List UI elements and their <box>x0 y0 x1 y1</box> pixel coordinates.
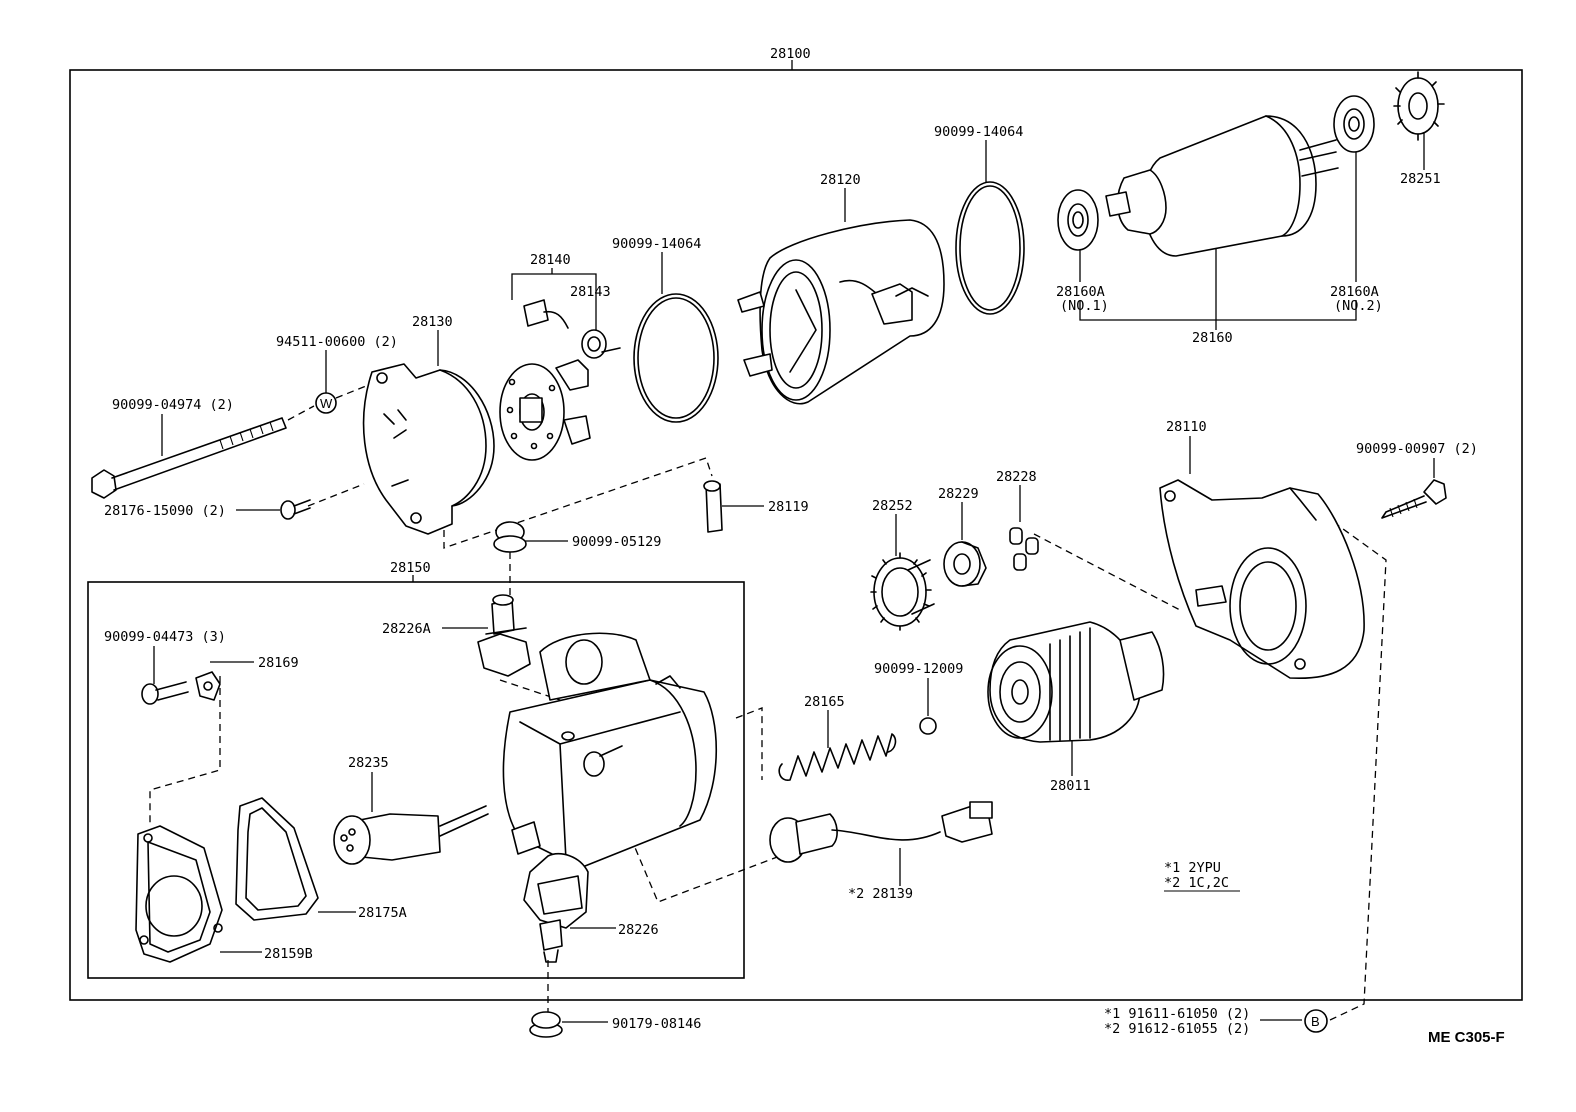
assembly-frame <box>69 60 1523 1001</box>
diagram-code: ME C305-F <box>1428 1029 1505 1046</box>
terminal-28226a <box>477 594 531 677</box>
label-bolt-b1: *1 91611-61050 (2) <box>1104 1006 1250 1022</box>
label-28251: 28251 <box>1400 171 1441 187</box>
label-94511-00600: 94511-00600 (2) <box>276 334 398 350</box>
label-90099-14064-left: 90099-14064 <box>612 236 701 252</box>
gasket-28175a <box>235 797 319 921</box>
rollers-28228 <box>1009 527 1039 571</box>
leader-lines <box>153 132 1435 1023</box>
label-28169: 28169 <box>258 655 299 671</box>
screw-90099-04473 <box>141 681 189 705</box>
o-ring-left-inner <box>637 297 715 419</box>
gear-28251 <box>1393 71 1445 141</box>
lead-wire-28139 <box>769 801 993 863</box>
sub-assembly-frame <box>87 575 745 979</box>
label-28139: *2 28139 <box>848 886 913 902</box>
bolt-90099-00907 <box>1381 479 1447 519</box>
return-spring-28165 <box>778 733 897 781</box>
label-28011: 28011 <box>1050 778 1091 794</box>
label-90099-12009: 90099-12009 <box>874 661 963 677</box>
label-28160a-no1: 28160A <box>1056 284 1105 300</box>
steel-ball-90099-12009 <box>919 717 937 735</box>
o-ring-right-inner <box>959 185 1021 311</box>
label-28226a: 28226A <box>382 621 431 637</box>
pin-28119 <box>703 480 723 533</box>
label-28229: 28229 <box>938 486 979 502</box>
label-28120: 28120 <box>820 172 861 188</box>
label-90179-08146: 90179-08146 <box>612 1016 701 1032</box>
label-28235: 28235 <box>348 755 389 771</box>
plunger-28235 <box>333 805 489 865</box>
label-28119: 28119 <box>768 499 809 515</box>
nut-90179-08146 <box>529 1011 563 1038</box>
label-28140: 28140 <box>530 252 571 268</box>
note-2: *2 1C,2C <box>1164 875 1229 891</box>
idler-gear-28252 <box>870 552 935 631</box>
brush-holder-28140 <box>499 299 591 461</box>
o-ring-right <box>955 181 1025 315</box>
label-28143: 28143 <box>570 284 611 300</box>
bolt-marker: B <box>1304 1009 1328 1033</box>
label-90099-00907: 90099-00907 (2) <box>1356 441 1478 457</box>
housing-28110 <box>1159 479 1365 680</box>
through-bolt <box>91 417 287 499</box>
label-28252: 28252 <box>872 498 913 514</box>
brush-spring-28143 <box>581 329 621 359</box>
magnetic-switch-body <box>502 632 718 869</box>
screw-28176 <box>280 499 311 520</box>
o-ring-left <box>633 293 719 423</box>
label-28226: 28226 <box>618 922 659 938</box>
alignment-lines <box>149 385 1387 1021</box>
clamp-28169 <box>195 671 221 701</box>
label-28160a-no2: 28160A <box>1330 284 1379 300</box>
label-28100: 28100 <box>770 46 811 62</box>
label-28110: 28110 <box>1166 419 1207 435</box>
label-28160a-no2-sub: (NO.2) <box>1334 298 1383 314</box>
label-28228: 28228 <box>996 469 1037 485</box>
label-28159b: 28159B <box>264 946 313 962</box>
label-28160: 28160 <box>1192 330 1233 346</box>
label-28160a-no1-sub: (NO.1) <box>1060 298 1109 314</box>
bearing-no1 <box>1057 189 1099 251</box>
label-28150: 28150 <box>390 560 431 576</box>
armature-28160 <box>1105 115 1339 257</box>
note-1: *1 2YPU <box>1164 860 1221 876</box>
field-frame-28120 <box>737 219 945 405</box>
terminal-28226 <box>523 852 589 963</box>
end-cover-28130 <box>362 363 495 535</box>
label-bolt-b2: *2 91612-61055 (2) <box>1104 1021 1250 1037</box>
cover-28159b <box>135 825 223 963</box>
svg-text:B: B <box>1311 1014 1320 1029</box>
label-28175a: 28175A <box>358 905 407 921</box>
svg-text:W: W <box>320 396 333 411</box>
label-90099-14064-right: 90099-14064 <box>934 124 1023 140</box>
label-90099-04473: 90099-04473 (3) <box>104 629 226 645</box>
label-28176-15090: 28176-15090 (2) <box>104 503 226 519</box>
washer-marker: W <box>315 392 337 414</box>
bearing-no2 <box>1333 95 1375 153</box>
label-28165: 28165 <box>804 694 845 710</box>
label-28130: 28130 <box>412 314 453 330</box>
retainer-28229 <box>943 541 987 587</box>
nut-90099-05129 <box>493 521 527 553</box>
clutch-28011 <box>987 621 1165 743</box>
label-90099-05129: 90099-05129 <box>572 534 661 550</box>
label-90099-04974: 90099-04974 (2) <box>112 397 234 413</box>
